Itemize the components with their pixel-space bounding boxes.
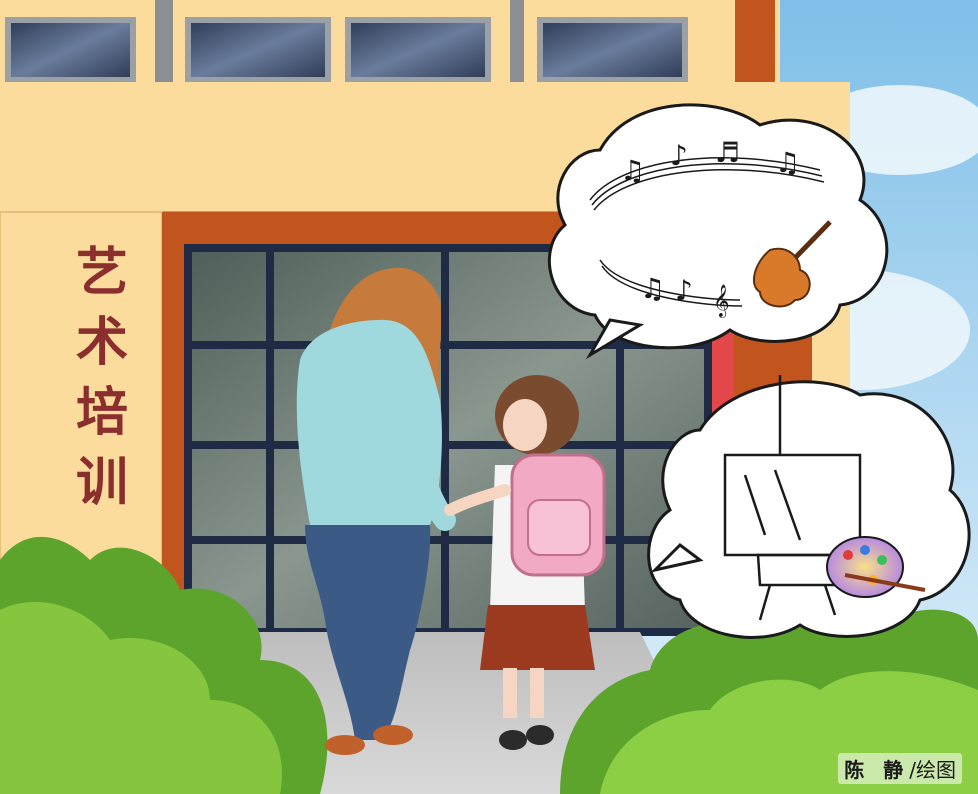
illustrator-credit: 陈 静/绘图 (838, 753, 962, 784)
music-note-icon: ♫ (775, 146, 800, 179)
music-note-icon: ♪ (670, 139, 688, 172)
sign-char: 术 (75, 313, 128, 373)
violin-icon (752, 220, 832, 308)
left-hedge (0, 536, 328, 794)
art-training-sign: 艺 术 培 训 (62, 238, 142, 518)
music-note-icon: ♪ (675, 274, 693, 307)
mother-figure (296, 267, 456, 755)
music-thought-bubble: ♫ ♪ ♬ ♫ ♫ ♪ 𝄞 (548, 103, 889, 360)
music-note-icon: ♫ (620, 154, 645, 187)
credit-suffix: /绘图 (909, 758, 956, 782)
music-note-icon: ♬ (715, 136, 740, 169)
upper-windows (5, 0, 688, 90)
treble-clef-icon: 𝄞 (713, 284, 730, 318)
sign-char: 艺 (75, 243, 128, 303)
sign-char: 培 (75, 383, 128, 443)
painting-thought-bubble (647, 375, 971, 639)
music-note-icon: ♫ (640, 272, 665, 305)
sign-char: 训 (75, 453, 128, 513)
girl-figure (444, 375, 606, 750)
easel-icon (723, 375, 862, 621)
paint-palette-icon (826, 536, 926, 598)
credit-name: 陈 静 (844, 758, 910, 782)
